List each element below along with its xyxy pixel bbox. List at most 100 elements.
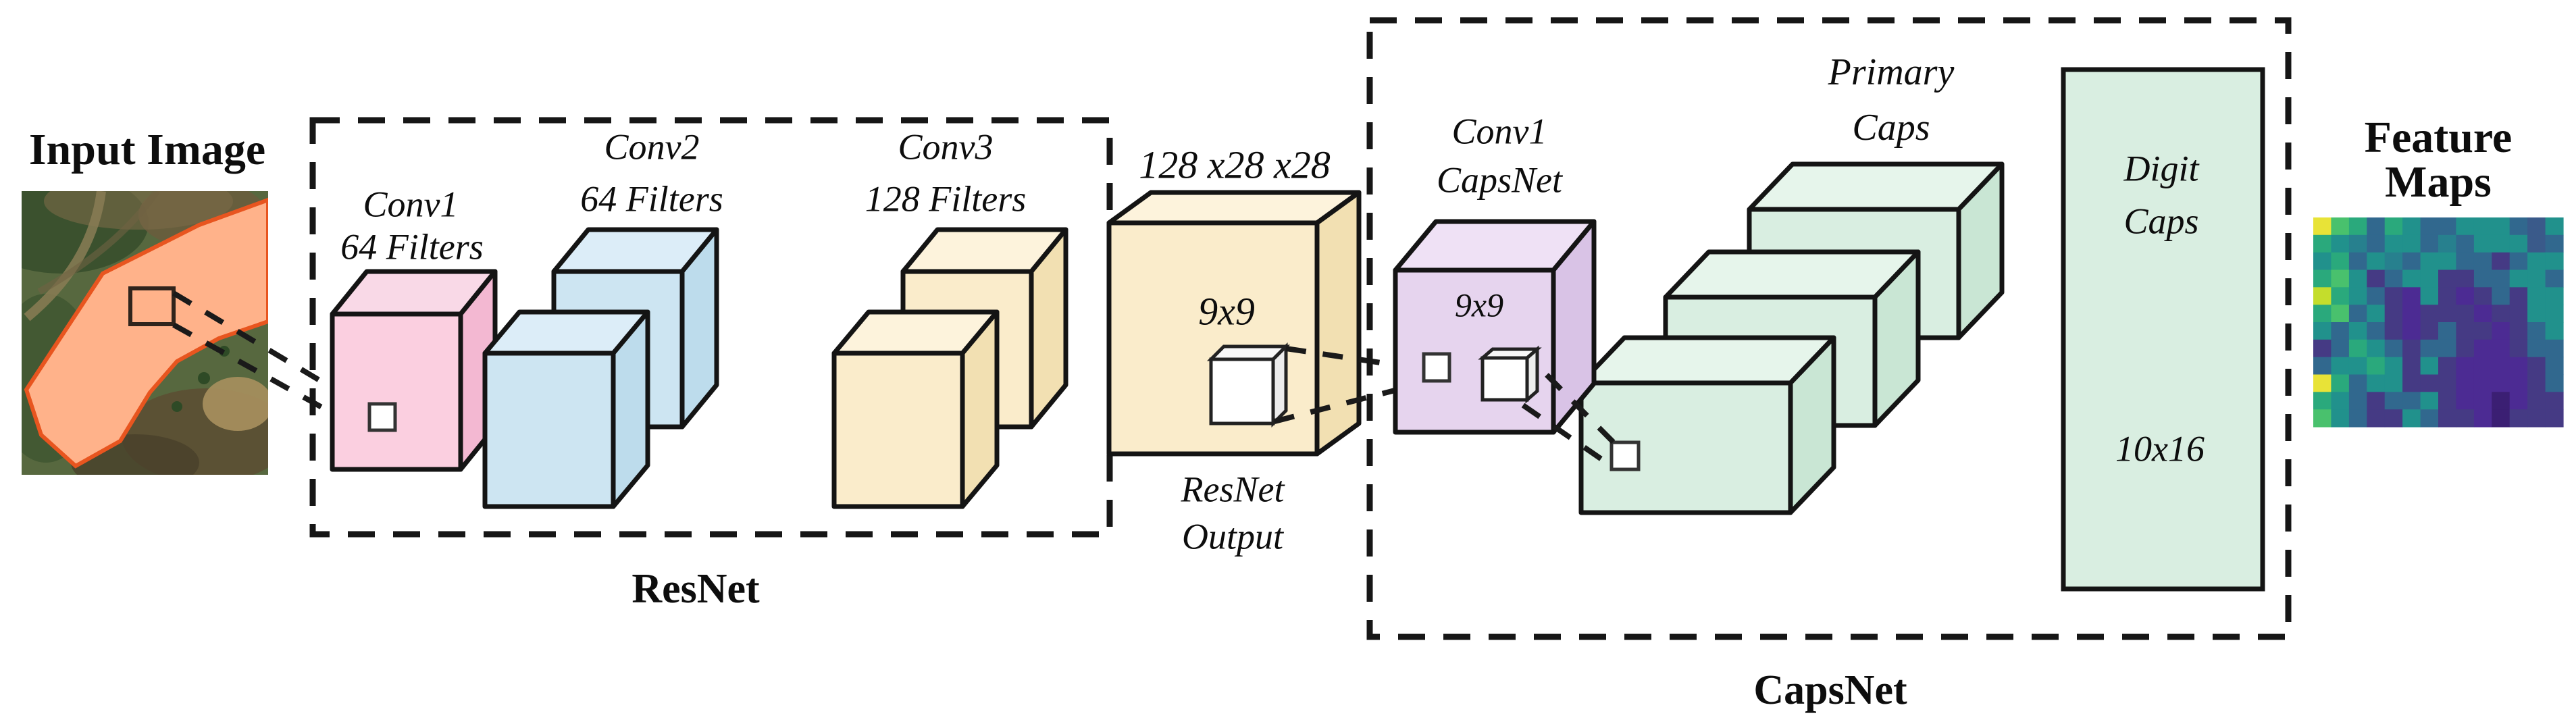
heatmap-cell: [2438, 357, 2456, 376]
capsnet-dashed-box: [1366, 17, 2292, 640]
heatmap-cell: [2545, 392, 2564, 410]
heatmap-cell: [2456, 392, 2475, 410]
heatmap-cell: [2384, 269, 2403, 288]
heatmap-cell: [2545, 252, 2564, 271]
heatmap-cell: [2331, 305, 2350, 323]
heatmap-cell: [2545, 322, 2564, 340]
heatmap-cell: [2313, 374, 2332, 392]
conv3-cubes: [831, 227, 1068, 509]
heatmap-cell: [2473, 392, 2492, 410]
heatmap-cell: [2492, 217, 2510, 236]
heatmap-cell: [2348, 322, 2367, 340]
heatmap-cell: [2420, 409, 2439, 428]
heatmap-cell: [2420, 252, 2439, 271]
heatmap-cell: [2527, 287, 2546, 305]
heatmap-cell: [2527, 234, 2546, 253]
heatmap-cell: [2313, 252, 2332, 271]
feature-maps-title-line2: Maps: [2385, 157, 2492, 207]
heatmap-cell: [2384, 234, 2403, 253]
capsnet-section: CapsNet Conv1 CapsNet Primary Caps 9x9: [1366, 17, 2292, 713]
heatmap-cell: [2331, 357, 2350, 376]
resnet-output-dims-label: 128 x28 x28: [1139, 143, 1331, 186]
heatmap-cell: [2313, 269, 2332, 288]
heatmap-cell: [2348, 339, 2367, 358]
feature-maps-section: Feature Maps: [2313, 113, 2564, 428]
dashed-connector: [1545, 373, 1618, 446]
heatmap-cell: [2527, 374, 2546, 392]
heatmap-cell: [2527, 269, 2546, 288]
heatmap-cell: [2456, 322, 2475, 340]
heatmap-cell: [2348, 217, 2367, 236]
digit-caps-label-line1: Digit: [2123, 148, 2200, 188]
heatmap-cell: [2545, 234, 2564, 253]
resnet-output-cube-side: [1314, 190, 1362, 457]
heatmap-cell: [2331, 269, 2350, 288]
heatmap-cell: [2420, 374, 2439, 392]
heatmap-cell: [2527, 305, 2546, 323]
heatmap-cell: [2456, 409, 2475, 428]
kernel-cube-front: [1480, 356, 1529, 402]
heatmap-cell: [2420, 269, 2439, 288]
heatmap-cell: [2348, 305, 2367, 323]
heatmap-cell: [2420, 339, 2439, 358]
heatmap-cell: [2456, 357, 2475, 376]
heatmap-cell: [2348, 287, 2367, 305]
heatmap-cell: [2402, 252, 2421, 271]
capsconv-to-primary-connectors: [1521, 373, 1618, 469]
heatmap-cell: [2313, 234, 2332, 253]
conv2-label-line2: 64 Filters: [580, 178, 723, 219]
caps-conv1-cube: 9x9: [1393, 219, 1597, 435]
heatmap-cell: [2545, 305, 2564, 323]
heatmap-cell: [2545, 269, 2564, 288]
heatmap-cell: [2456, 217, 2475, 236]
heatmap-cell: [2509, 339, 2528, 358]
heatmap-cell: [2473, 305, 2492, 323]
heatmap-cell: [2473, 217, 2492, 236]
primary-caps-label-line1: Primary: [1828, 51, 1955, 93]
heatmap-cell: [2492, 374, 2510, 392]
heatmap-cell: [2402, 287, 2421, 305]
heatmap-cell: [2313, 322, 2332, 340]
heatmap-cell: [2367, 252, 2386, 271]
heatmap-cell: [2438, 252, 2456, 271]
heatmap-cell: [2420, 357, 2439, 376]
heatmap-cell: [2473, 357, 2492, 376]
heatmap-cell: [2331, 234, 2350, 253]
heatmap-cell: [2438, 217, 2456, 236]
heatmap-cell: [2384, 357, 2403, 376]
heatmap-cell: [2348, 252, 2367, 271]
heatmap-cell: [2473, 269, 2492, 288]
heatmap-cell: [2456, 374, 2475, 392]
heatmap-cell: [2492, 269, 2510, 288]
heatmap-cell: [2331, 374, 2350, 392]
heatmap-cell: [2527, 217, 2546, 236]
heatmap-cell: [2492, 357, 2510, 376]
heatmap-cell: [2367, 339, 2386, 358]
input-section: Input Image: [22, 125, 268, 475]
heatmap-cell: [2509, 357, 2528, 376]
heatmap-cell: [2402, 392, 2421, 410]
heatmap-cell: [2384, 409, 2403, 428]
heatmap-cell: [2473, 234, 2492, 253]
heatmap-cell: [2313, 217, 2332, 236]
heatmap-cell: [2527, 339, 2546, 358]
heatmap-cell: [2545, 339, 2564, 358]
heatmap-cell: [2438, 374, 2456, 392]
heatmap-cell: [2402, 322, 2421, 340]
heatmap-cell: [2509, 217, 2528, 236]
heatmap-cell: [2509, 305, 2528, 323]
heatmap-cell: [2509, 374, 2528, 392]
heatmap-cell: [2313, 287, 2332, 305]
caps-conv1-label-line2: CapsNet: [1437, 159, 1564, 200]
heatmap-cell: [2545, 217, 2564, 236]
heatmap-cell: [2313, 357, 2332, 376]
feature-maps-heatmap: [2313, 217, 2564, 428]
labeled-region-outline: [24, 197, 268, 469]
resnet-output-label-line1: ResNet: [1181, 469, 1286, 509]
kernel-cube-front: [1209, 357, 1275, 425]
heatmap-cell: [2545, 374, 2564, 392]
capsnet-box-label: CapsNet: [1753, 667, 1907, 713]
heatmap-cell: [2492, 339, 2510, 358]
satellite-image: [22, 191, 268, 475]
